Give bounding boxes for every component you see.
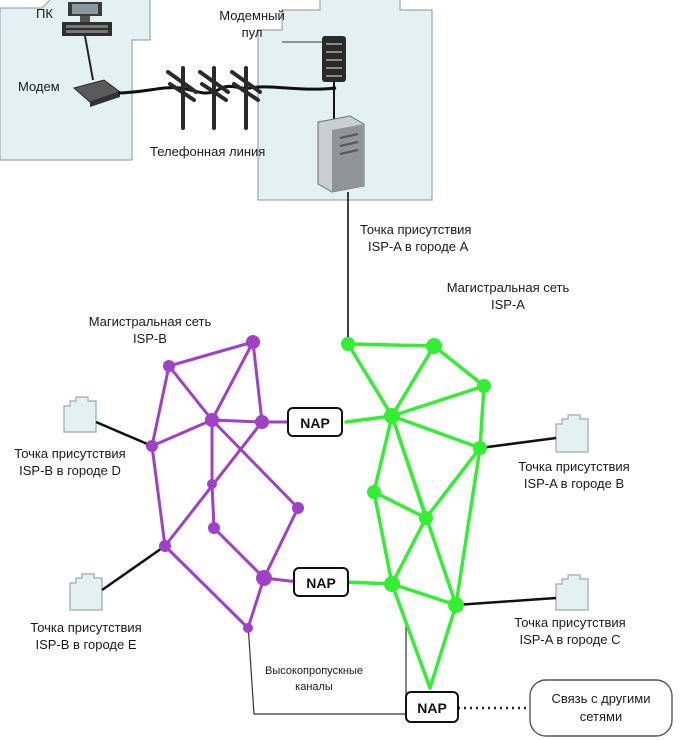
isp-b-node <box>159 540 171 552</box>
isp-a-node <box>419 511 433 525</box>
isp-a-node <box>384 408 400 424</box>
pop-a-city-c-label-line2: ISP-A в городе C <box>519 632 620 647</box>
isp-a-node <box>477 379 491 393</box>
isp-b-node <box>256 570 272 586</box>
nap-box-top: NAP <box>287 407 343 437</box>
isp-b-node <box>205 413 219 427</box>
nap-label: NAP <box>300 415 330 431</box>
isp-a-node <box>426 338 442 354</box>
telephone-pole-3 <box>230 66 262 130</box>
pop-b-city-d-label-line2: ISP-B в городе D <box>19 463 121 478</box>
other-networks-label-line2: сетями <box>580 709 623 724</box>
pop-a-city-b-label-line1: Точка присутствия <box>518 459 629 474</box>
high-bandwidth-label-line2: каналы <box>295 681 333 693</box>
isp-b-node <box>146 440 158 452</box>
modem-pool-label-line2: пул <box>242 25 263 40</box>
isp-b-node <box>207 479 217 489</box>
home-building <box>0 0 151 161</box>
modem-label: Модем <box>18 79 60 94</box>
high-bandwidth-callout <box>247 622 407 715</box>
nap-box-middle: NAP <box>293 567 349 597</box>
modem-pool-icon <box>322 36 346 82</box>
other-networks-label-line1: Связь с другими <box>551 691 650 706</box>
pop-b-city-e-label-line1: Точка присутствия <box>30 620 141 635</box>
server-icon <box>317 115 365 193</box>
modem-pool-label-line1: Модемный <box>219 8 284 23</box>
pc-icon <box>62 2 112 36</box>
nap-box-bottom: NAP <box>405 691 459 723</box>
isp-b-nodes <box>146 335 304 633</box>
isp-a-node <box>448 597 464 613</box>
backbone-a-label-line1: Магистральная сеть <box>447 280 570 295</box>
isp-b-node <box>292 502 304 514</box>
pop-a-city-c-label-line1: Точка присутствия <box>514 615 625 630</box>
pop-c-link <box>455 596 557 607</box>
isp-a-node <box>473 441 487 455</box>
isp-b-network <box>150 340 300 630</box>
building-icon-city-e <box>69 573 103 611</box>
backbone-b-label-line1: Магистральная сеть <box>89 314 212 329</box>
building-icon-city-b <box>555 414 589 453</box>
pop-a-city-a-label-line1: Точка присутствия <box>360 222 471 237</box>
isp-a-node <box>367 485 381 499</box>
isp-a-nodes <box>341 337 491 613</box>
pop-a-city-b-label-line2: ISP-A в городе B <box>524 476 624 491</box>
isp-a-node <box>384 576 400 592</box>
telephone-pole-2 <box>198 66 230 130</box>
isp-a-node <box>341 337 355 351</box>
nap-label: NAP <box>417 700 447 716</box>
isp-a-network <box>344 342 486 690</box>
isp-b-node <box>243 623 253 633</box>
nap-label: NAP <box>306 575 336 591</box>
pc-modem-cable <box>84 35 94 81</box>
isp-b-node <box>163 360 175 372</box>
pop-d-link <box>95 420 153 448</box>
pop-a-city-a-label-line2: ISP-A в городе A <box>368 239 469 254</box>
isp-b-node <box>208 522 220 534</box>
pop-b-link <box>479 436 557 450</box>
other-networks-box: Связь с другими сетями <box>529 679 673 737</box>
pop-b-city-e-label-line2: ISP-B в городе E <box>35 637 136 652</box>
high-bandwidth-label-line1: Высокопропускные <box>265 665 363 677</box>
telephone-pole-1 <box>166 66 198 130</box>
pc-label: ПК <box>36 6 53 21</box>
isp-b-node <box>246 335 260 349</box>
phone-line-label: Телефонная линия <box>150 144 265 159</box>
building-icon-city-c <box>555 574 589 611</box>
building-icon-city-d <box>63 396 97 433</box>
pop-e-link <box>101 544 166 592</box>
pop-b-city-d-label-line1: Точка присутствия <box>14 446 125 461</box>
isp-building <box>257 0 433 201</box>
isp-b-node <box>255 415 269 429</box>
backbone-a-label-line2: ISP-A <box>491 297 525 312</box>
backbone-b-label-line2: ISP-B <box>133 331 167 346</box>
telephone-line <box>117 84 337 95</box>
